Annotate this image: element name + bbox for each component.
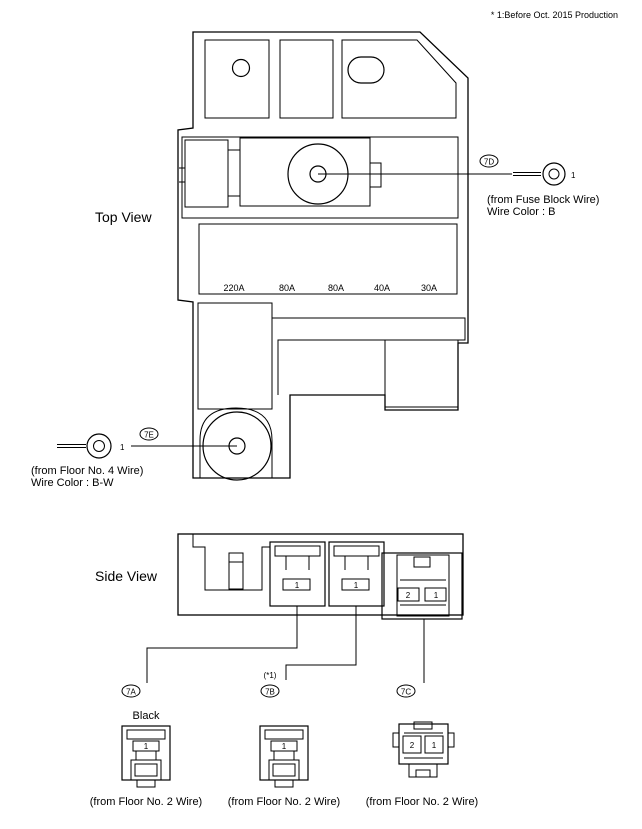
badge-7d-label: 7D xyxy=(484,158,494,167)
terminal-7e-pin: 1 xyxy=(120,443,125,452)
side-view-block xyxy=(177,533,464,620)
connector-7c-pin-b: 1 xyxy=(432,741,437,750)
top-view-block xyxy=(177,31,469,481)
badge-7a-label: 7A xyxy=(126,688,136,697)
badge-7b-label: 7B xyxy=(265,688,275,697)
connector-7a: 7A Black 1 (from Floor No. 2 Wire) xyxy=(90,684,202,808)
leader-lines xyxy=(146,606,425,683)
badge-7a-icon xyxy=(121,684,141,698)
connector-7c-from: (from Floor No. 2 Wire) xyxy=(366,796,478,808)
badge-7d-icon xyxy=(479,154,499,168)
fuse-rating-1: 220A xyxy=(223,283,244,293)
terminal-7e-from: (from Floor No. 4 Wire) xyxy=(31,465,143,477)
connector-7b-from: (from Floor No. 2 Wire) xyxy=(228,796,340,808)
socket-3-pin-a: 2 xyxy=(406,591,411,600)
connector-7b-pin: 1 xyxy=(282,742,287,751)
socket-3-pin-b: 1 xyxy=(434,591,439,600)
connector-7a-color: Black xyxy=(133,710,160,722)
connector-7a-from: (from Floor No. 2 Wire) xyxy=(90,796,202,808)
top-view-title: Top View xyxy=(95,209,152,225)
badge-7c-label: 7C xyxy=(401,688,411,697)
badge-7e-icon xyxy=(139,427,159,441)
terminal-7d: 7D 1 (from Fuse Block Wire) Wire Color :… xyxy=(318,154,599,218)
socket-1-pin: 1 xyxy=(295,581,300,590)
badge-7b-icon xyxy=(260,684,280,698)
fuse-rating-3: 80A xyxy=(328,283,344,293)
connector-7a-pin: 1 xyxy=(144,742,149,751)
fuse-rating-5: 30A xyxy=(421,283,437,293)
ring-terminal-7e-icon xyxy=(86,433,112,459)
terminal-7d-from: (from Fuse Block Wire) xyxy=(487,194,599,206)
footnote: * 1:Before Oct. 2015 Production xyxy=(491,10,618,20)
connector-7c: 7C 2 1 (from Floor No. 2 Wire) xyxy=(366,684,478,808)
terminal-7e: 7E 1 (from Floor No. 4 Wire) Wire Color … xyxy=(31,427,237,489)
socket-2-pin: 1 xyxy=(354,581,359,590)
terminal-7d-pin: 1 xyxy=(571,171,576,180)
fuse-rating-2: 80A xyxy=(279,283,295,293)
connector-7c-pin-a: 2 xyxy=(410,741,415,750)
ring-terminal-7d-icon xyxy=(542,162,566,186)
connector-7b-note: (*1) xyxy=(264,671,277,680)
badge-7c-icon xyxy=(396,684,416,698)
side-view-title: Side View xyxy=(95,568,158,584)
fuse-rating-4: 40A xyxy=(374,283,390,293)
terminal-7e-wire-color: Wire Color : B-W xyxy=(31,477,114,489)
connector-7b: (*1) 7B 1 (from Floor No. 2 Wire) xyxy=(228,671,340,808)
terminal-7d-wire-color: Wire Color : B xyxy=(487,206,555,218)
badge-7e-label: 7E xyxy=(144,431,154,440)
